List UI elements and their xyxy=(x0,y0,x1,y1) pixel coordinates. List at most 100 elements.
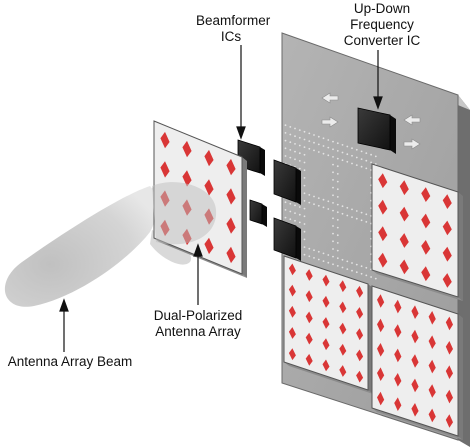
label-converter-ic: Up-Down Frequency Converter IC xyxy=(330,1,434,49)
board-dot xyxy=(332,232,334,235)
board-dot xyxy=(313,195,315,198)
antenna-patch xyxy=(226,246,236,264)
antenna-patch xyxy=(160,131,170,149)
antenna-patch xyxy=(160,161,170,178)
board-dot xyxy=(336,173,339,175)
board-dot xyxy=(346,214,349,217)
antenna-patch xyxy=(411,329,419,344)
antenna-patch xyxy=(421,187,431,202)
antenna-patch xyxy=(411,305,419,319)
board-dot xyxy=(346,160,349,163)
board-dot xyxy=(336,242,339,244)
board-dot xyxy=(284,139,287,142)
antenna-patch xyxy=(411,354,419,368)
converter-ic-body xyxy=(357,107,391,151)
board-dot xyxy=(303,161,306,164)
antenna-patch xyxy=(356,328,364,341)
tile-edge xyxy=(372,408,463,440)
board-dot xyxy=(303,130,306,133)
board-dot xyxy=(308,194,311,196)
signal-arrows xyxy=(321,92,421,150)
antenna-patch xyxy=(377,318,385,333)
board-dot xyxy=(336,150,339,152)
board-dot xyxy=(332,156,334,158)
converter-ic-side xyxy=(390,115,396,154)
board-dot xyxy=(351,269,353,272)
board-dot xyxy=(308,147,311,150)
antenna-patch xyxy=(204,179,214,196)
antenna-patch xyxy=(394,373,402,387)
board-dot xyxy=(336,203,339,206)
board-dot xyxy=(303,169,306,172)
board-dot xyxy=(327,254,330,256)
antenna-patch xyxy=(394,324,402,338)
board-dot xyxy=(336,265,339,267)
antenna-patch xyxy=(305,269,313,281)
board-dot xyxy=(336,257,339,260)
board-dot xyxy=(298,206,301,208)
board-dot xyxy=(351,147,353,150)
board-dot xyxy=(303,192,306,195)
board-dot xyxy=(327,200,330,203)
board-dot xyxy=(308,201,311,204)
board-dot xyxy=(313,203,315,206)
board-dot xyxy=(294,135,296,138)
board-dot xyxy=(332,217,334,220)
arrowhead xyxy=(236,126,246,140)
board-dot xyxy=(336,234,339,237)
board-dot xyxy=(332,163,334,166)
board-dot xyxy=(360,265,363,268)
antenna-patch xyxy=(421,213,431,229)
board-dot xyxy=(284,155,287,157)
board-dot xyxy=(332,240,334,243)
antenna-patch xyxy=(204,149,214,167)
board-dot xyxy=(336,180,339,183)
label-line: ICs xyxy=(220,29,242,44)
board-dot xyxy=(332,225,334,227)
arrow-icon xyxy=(403,138,421,150)
arrowhead xyxy=(59,298,69,312)
board-dot xyxy=(336,196,339,198)
board-dot xyxy=(317,204,320,207)
antenna-patch xyxy=(356,307,364,319)
board-dot xyxy=(360,158,363,161)
antenna-patch xyxy=(322,317,330,329)
board-dot xyxy=(294,143,296,145)
board-dot xyxy=(289,202,292,205)
board-dot xyxy=(341,159,344,162)
board-dot xyxy=(303,230,306,233)
board-dot xyxy=(284,216,287,219)
board-dot xyxy=(351,208,353,211)
antenna-patch xyxy=(377,391,385,406)
board-dot xyxy=(308,247,311,250)
antenna-patch xyxy=(226,217,236,234)
board-dot xyxy=(303,138,306,141)
antenna-patch xyxy=(288,327,296,339)
board-dot xyxy=(303,184,306,187)
board-dot xyxy=(327,261,330,264)
label-line: Antenna Array Beam xyxy=(7,354,133,369)
beamformer-ic xyxy=(273,217,301,261)
board-dot xyxy=(327,139,330,141)
board-dot xyxy=(360,219,363,222)
antenna-patch xyxy=(442,194,452,209)
board-dot xyxy=(298,129,301,132)
board-dot xyxy=(332,194,334,197)
antenna-patch xyxy=(378,226,388,242)
board-dot xyxy=(317,135,320,138)
antenna-patch xyxy=(322,274,330,287)
board-dot xyxy=(298,167,301,170)
board-dot xyxy=(284,147,287,150)
board-dot xyxy=(313,149,315,152)
board-dot xyxy=(289,210,292,213)
antenna-patch xyxy=(428,408,436,423)
board-dot xyxy=(360,150,363,153)
board-dot xyxy=(355,156,358,159)
arrow-icon xyxy=(321,116,339,128)
board-dot xyxy=(303,223,306,225)
tile-face xyxy=(371,163,459,298)
board-dot xyxy=(327,208,330,210)
board-dot xyxy=(294,158,296,161)
antenna-patch xyxy=(288,305,296,318)
